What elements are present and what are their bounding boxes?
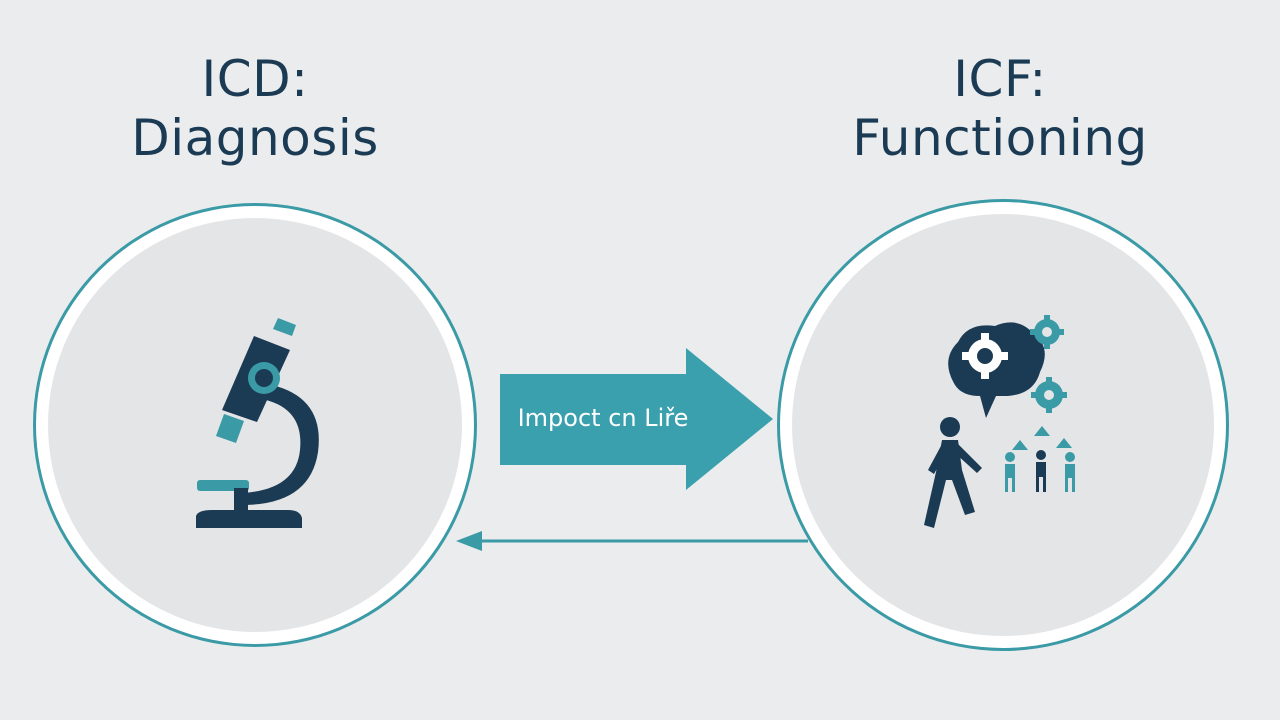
icf-heading: ICF: Functioning	[800, 50, 1200, 168]
icf-heading-line2: Functioning	[852, 109, 1148, 167]
icd-heading-line2: Diagnosis	[131, 109, 379, 167]
icf-heading-line1: ICF:	[953, 50, 1047, 108]
forward-arrow	[500, 348, 773, 490]
forward-arrow-label: Impoct cn Liře	[517, 404, 689, 432]
microscope-icon	[196, 318, 319, 528]
icd-circle	[33, 203, 477, 647]
icd-heading: ICD: Diagnosis	[60, 50, 450, 168]
icf-circle	[777, 199, 1229, 651]
icd-heading-line1: ICD:	[201, 50, 309, 108]
functioning-people-brain-icon	[924, 315, 1075, 528]
return-arrow	[456, 531, 808, 551]
